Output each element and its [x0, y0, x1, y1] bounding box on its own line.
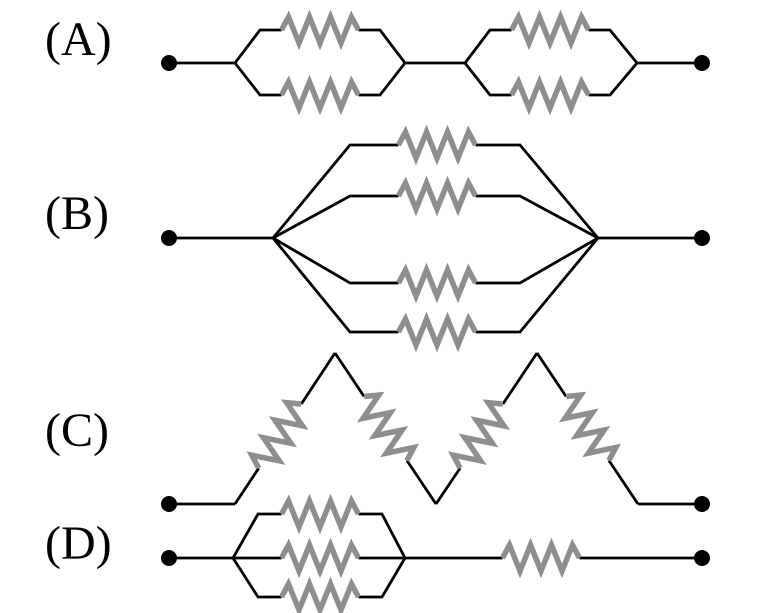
resistor	[282, 545, 359, 571]
resistor	[248, 397, 312, 476]
resistor	[353, 389, 417, 467]
circuit-b: (B)	[45, 132, 710, 345]
resistor	[282, 17, 359, 43]
wire-pair2-top-branch	[463, 28, 639, 64]
wire-zigzag-up-2	[434, 352, 539, 505]
resistor	[282, 501, 359, 527]
wire-zigzag-down-1	[333, 352, 438, 505]
resistor	[399, 270, 476, 296]
wire-zigzag-up-1	[233, 352, 337, 505]
resistor-series	[503, 545, 580, 571]
resistor	[282, 584, 359, 610]
circuit-a: (A)	[45, 13, 710, 108]
resistor	[512, 17, 589, 43]
circuit-c: (C)	[45, 352, 710, 512]
resistor	[282, 82, 359, 108]
resistor	[399, 319, 476, 345]
wire-pair1-bottom-branch	[233, 62, 407, 97]
wire-parallel-bottom-branch	[231, 557, 407, 599]
resistor	[555, 389, 619, 467]
circuit-c-label: (C)	[45, 404, 109, 457]
circuit-d: (D)	[45, 501, 710, 610]
circuit-b-label: (B)	[45, 187, 109, 240]
wire-zigzag-down-2	[535, 352, 640, 505]
circuit-a-label: (A)	[45, 13, 112, 66]
wire-pair2-bottom-branch	[463, 62, 639, 97]
wire-branch-4	[271, 237, 600, 334]
wire-branch-3	[272, 236, 599, 285]
circuit-d-label: (D)	[45, 517, 112, 570]
resistor	[449, 397, 513, 475]
wire-parallel-top-branch	[231, 512, 407, 559]
wire-branch-2	[272, 194, 599, 240]
wire-pair1-top-branch	[233, 28, 407, 64]
resistor	[512, 82, 589, 108]
wire-branch-1	[271, 143, 600, 239]
resistor	[399, 132, 476, 158]
resistor	[399, 183, 476, 209]
